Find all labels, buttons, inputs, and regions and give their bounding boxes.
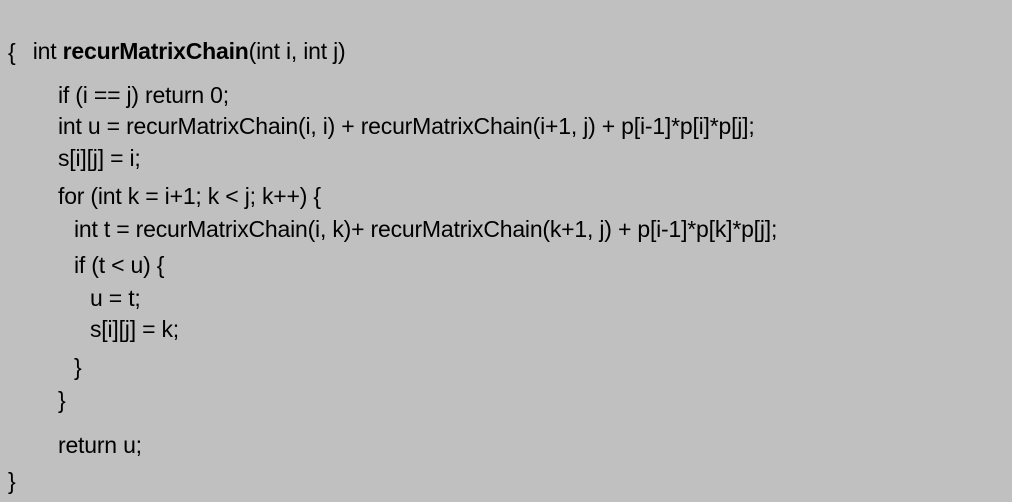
code-line-for: for (int k = i+1; k < j; k++) { — [58, 183, 321, 209]
code-line-open-brace: { — [8, 39, 16, 65]
code-line-if: if (i == j) return 0; — [58, 82, 229, 108]
code-line-u-t: u = t; — [90, 285, 141, 311]
code-line-return: return u; — [58, 432, 142, 458]
code-line-if-t: if (t < u) { — [74, 252, 165, 278]
code-line-close-for: } — [58, 387, 66, 413]
code-line-t: int t = recurMatrixChain(i, k)+ recurMat… — [74, 216, 778, 242]
code-line-u: int u = recurMatrixChain(i, i) + recurMa… — [58, 113, 755, 139]
signature-params: (int i, int j) — [248, 38, 346, 64]
code-line-s1: s[i][j] = i; — [58, 145, 141, 171]
code-line-close-func: } — [8, 468, 16, 494]
signature-return-type: int — [32, 38, 63, 64]
function-signature: int recurMatrixChain(int i, int j) — [8, 6, 346, 64]
code-line-s2: s[i][j] = k; — [90, 316, 179, 342]
signature-function-name: recurMatrixChain — [62, 38, 249, 64]
code-line-close-if: } — [74, 354, 82, 380]
